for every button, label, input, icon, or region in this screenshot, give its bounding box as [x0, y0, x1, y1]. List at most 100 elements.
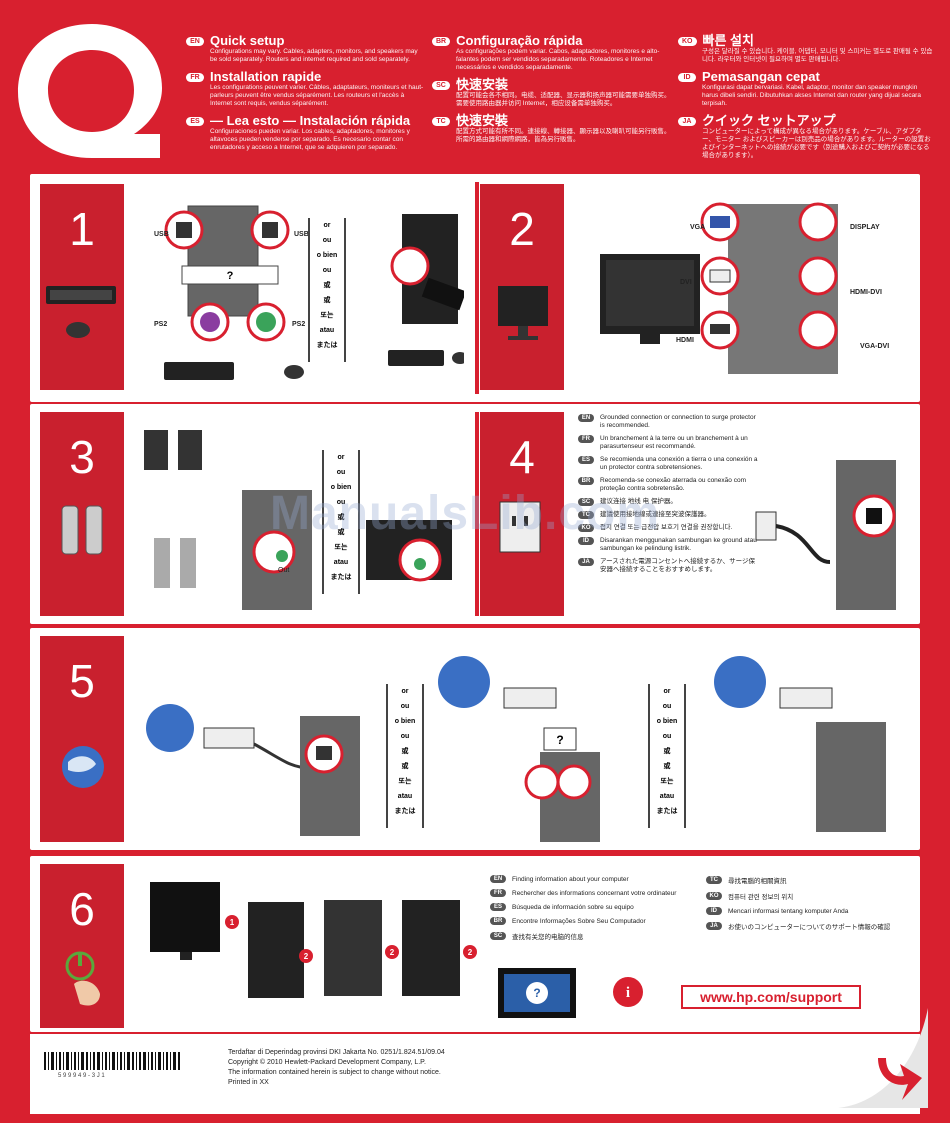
- step6-text: Rechercher des informations concernant v…: [512, 889, 677, 897]
- badge-2-label: 2: [390, 948, 395, 957]
- or-word: atau: [397, 793, 413, 800]
- step-1-diagram: ? USB USB PS2 PS2: [154, 205, 464, 380]
- step-5-wifi-diagram: [714, 656, 886, 832]
- lang-body: As configurações podem variar. Cabos, ad…: [456, 48, 660, 71]
- lang-title: Installation rapide: [210, 69, 322, 84]
- or-word: ou: [336, 469, 346, 476]
- step6-text: 컴퓨터 관련 정보의 위치: [728, 894, 794, 901]
- lang-title: クイック セットアップ: [702, 113, 836, 128]
- display-label: DISPLAY: [850, 224, 880, 231]
- lang-title: 빠른 설치: [702, 33, 754, 48]
- lang-body: コンピューターによって構成が異なる場合があります。ケーブル、アダプター、モニター…: [702, 128, 931, 159]
- step4-text: 建議使用接地線或連接至突波保護器。: [600, 511, 711, 518]
- lang-title: Quick setup: [210, 33, 285, 48]
- step4-text: Se recomienda una conexión a tierra o un…: [600, 456, 758, 471]
- support-diagram: ? i: [498, 968, 643, 1018]
- or-word: or: [663, 688, 671, 695]
- lang-title: 快速安裝: [456, 113, 509, 128]
- lang-badge: SC: [578, 498, 594, 506]
- lang-badge: JA: [706, 922, 722, 930]
- step6-text: お使いのコンピューターについてのサポート情報の確認: [728, 924, 891, 931]
- or-word: 또는: [398, 778, 412, 785]
- or-word: 或: [401, 748, 409, 755]
- lang-body: 配置可能会各不相同。电缆、适配器、显示器和扬声器可能需要单独购买。需要使用路由器…: [456, 92, 671, 107]
- question-mark-label: ?: [227, 270, 234, 282]
- ps2-label-right: PS2: [292, 321, 305, 328]
- step-4-box: 4: [480, 412, 564, 616]
- or-word: または: [330, 574, 352, 581]
- or-word: or: [337, 454, 345, 461]
- step6-item: JA お使いのコンピューターについてのサポート情報の確認: [706, 921, 890, 931]
- keyboard-mouse-icon: [46, 286, 116, 338]
- or-word: 或: [663, 763, 671, 770]
- badge-2-label: 2: [468, 948, 473, 957]
- step-2-diagram: VGA DVI HDMI DISPLAY HDMI-DVI VGA-DVI: [600, 202, 889, 374]
- power-outlet-icon: [499, 501, 541, 553]
- lang-badge: KO: [706, 892, 722, 900]
- lang-badge: JA: [678, 116, 696, 126]
- or-word: atau: [333, 559, 349, 566]
- lang-body: 配置方式可能有所不同。連接線、轉接器、顯示器以及喇叭可能另行販售。所需的路由器和…: [456, 128, 671, 143]
- step-4-diagram: [755, 460, 896, 610]
- vga-label: VGA: [690, 224, 705, 231]
- lang-badge: FR: [578, 435, 594, 443]
- step-5-modem-diagram: [146, 704, 360, 836]
- lang-badge: KO: [678, 36, 697, 46]
- step4-row: SC 建议连接 地线 电 保护器。: [578, 498, 758, 506]
- step-6-diagram: 1 2 2 2: [150, 882, 477, 998]
- badge-1-label: 1: [230, 918, 235, 927]
- usb-label-left: USB: [154, 231, 169, 238]
- step-number: 3: [69, 431, 95, 483]
- or-word: 或: [663, 748, 671, 755]
- step6-text: Finding information about your computer: [512, 875, 629, 883]
- step-6-box: 6: [40, 864, 124, 1028]
- panel-steps-3-4: 3 Out or ou o bien ou 或 或 또는 atau または 4: [30, 404, 920, 624]
- or-word: o bien: [330, 484, 352, 491]
- question-mark-label: ?: [533, 986, 540, 1000]
- lang-body: Configurations may vary. Cables, adapter…: [210, 48, 418, 63]
- lang-title: Pemasangan cepat: [702, 69, 820, 84]
- or-word: 或: [337, 529, 345, 536]
- vga-dvi-label: VGA-DVI: [860, 343, 889, 350]
- or-word: 或: [401, 763, 409, 770]
- support-url-link[interactable]: www.hp.com/support: [681, 985, 861, 1009]
- or-word: atau: [659, 793, 675, 800]
- lang-badge: SC: [490, 932, 506, 940]
- lang-badge: ID: [578, 537, 594, 545]
- panel-step-5: 5 or ou o bien ou 或 或 또는 atau または ? or o…: [30, 628, 920, 850]
- step4-text: 建议连接 地线 电 保护器。: [600, 498, 677, 505]
- step-number: 4: [509, 431, 535, 483]
- step-3-diagram: Out: [144, 430, 452, 610]
- or-word: o bien: [316, 252, 338, 259]
- barcode-number: 5 9 9 9 4 9 - 3 J 1: [58, 1073, 105, 1079]
- step-number: 5: [69, 655, 95, 707]
- lang-badge: BR: [490, 917, 506, 925]
- footer-line: The information contained herein is subj…: [228, 1069, 441, 1076]
- dvi-label: DVI: [680, 279, 692, 286]
- lang-badge: EN: [578, 414, 594, 422]
- or-list-step5b: or ou o bien ou 或 或 또는 atau または: [648, 684, 686, 828]
- or-word: o bien: [394, 718, 416, 725]
- lang-badge: BR: [578, 477, 594, 485]
- lang-block-ja: JA クイック セットアップ コンピューターによって構成が異なる場合があります。ケ…: [678, 114, 933, 160]
- lang-block-es: ES— Lea esto — Instalación rápida Config…: [186, 114, 426, 152]
- lang-badge: ES: [578, 456, 594, 464]
- page-curl-icon[interactable]: [838, 1008, 928, 1108]
- or-word: 或: [323, 297, 331, 304]
- badge-2-label: 2: [304, 952, 309, 961]
- step-2-box: 2: [480, 184, 564, 390]
- step4-text: アースされた電源コンセントへ接続するか、サージ保安器へ接続することをおすすめしま…: [600, 558, 756, 573]
- lang-title: — Lea esto — Instalación rápida: [210, 113, 411, 128]
